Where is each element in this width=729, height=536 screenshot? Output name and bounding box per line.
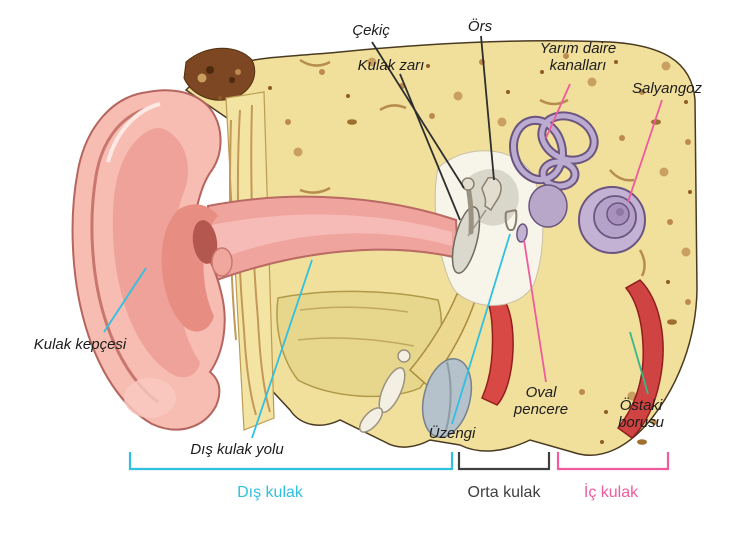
muscle-center <box>481 291 514 406</box>
label-cekic: Çekiç <box>352 22 390 39</box>
ossicles <box>461 176 528 243</box>
eustachian-tube <box>408 293 477 388</box>
stapes <box>504 209 518 231</box>
semicircular-canals <box>509 111 599 191</box>
label-kulak-kepcesi: Kulak kepçesi <box>33 336 127 353</box>
inner-ear <box>509 111 646 254</box>
region-label-orta-kulak: Orta kulak <box>468 484 542 501</box>
leader-oval-pencere <box>523 239 547 383</box>
label-uzengi: Üzengi <box>428 425 476 442</box>
bracket-dis-kulak <box>128 452 454 471</box>
leader-cekic <box>371 41 465 189</box>
bracket-orta-kulak <box>457 452 551 471</box>
label-yarim-daire-line2: kanalları <box>549 57 607 74</box>
leader-ors <box>480 35 495 181</box>
label-yarim-daire-line1: Yarım daire <box>539 40 617 57</box>
soft-tissue <box>276 290 443 398</box>
region-label-ic-kulak: İç kulak <box>584 482 639 501</box>
leader-lines <box>103 35 663 439</box>
label-salyangoz: Salyangoz <box>631 80 703 97</box>
canal-entrance <box>192 220 218 264</box>
label-yarim-daire: Yarım daire kanalları <box>540 40 616 74</box>
label-oval-pencere: Oval pencere <box>514 384 568 418</box>
cochlea <box>578 186 646 254</box>
pinna <box>71 89 233 431</box>
region-label-dis-kulak: Dış kulak <box>237 484 304 501</box>
bone-speckle-texture <box>197 53 692 445</box>
incus <box>481 176 502 212</box>
leader-ostaki-borusu <box>629 331 649 395</box>
label-ostaki-borusu-line1: Östaki <box>619 397 663 414</box>
cartilage-gray <box>421 358 473 438</box>
styloid-bones <box>358 349 411 433</box>
leader-yarim-daire <box>545 83 571 139</box>
vestibule <box>528 184 568 228</box>
label-kulak-zari: Kulak zarı <box>357 57 425 74</box>
leader-dis-kulak-yolu <box>251 259 313 439</box>
label-oval-pencere-line2: pencere <box>513 401 569 418</box>
region-brackets <box>128 452 670 471</box>
label-ors: Örs <box>467 18 493 35</box>
label-dis-kulak-yolu: Dış kulak yolu <box>190 441 284 458</box>
bracket-ic-kulak <box>556 452 670 471</box>
muscle-right <box>616 279 664 439</box>
label-ostaki-borusu-line2: borusu <box>618 414 664 431</box>
leader-kulak-zari <box>399 73 461 221</box>
oval-window <box>516 223 528 243</box>
label-oval-pencere-line1: Oval <box>525 384 557 401</box>
label-ostaki-borusu: Östaki borusu <box>618 397 664 431</box>
leader-salyangoz <box>627 99 663 203</box>
leader-kulak-kepcesi <box>103 267 147 333</box>
leader-uzengi <box>451 233 511 425</box>
